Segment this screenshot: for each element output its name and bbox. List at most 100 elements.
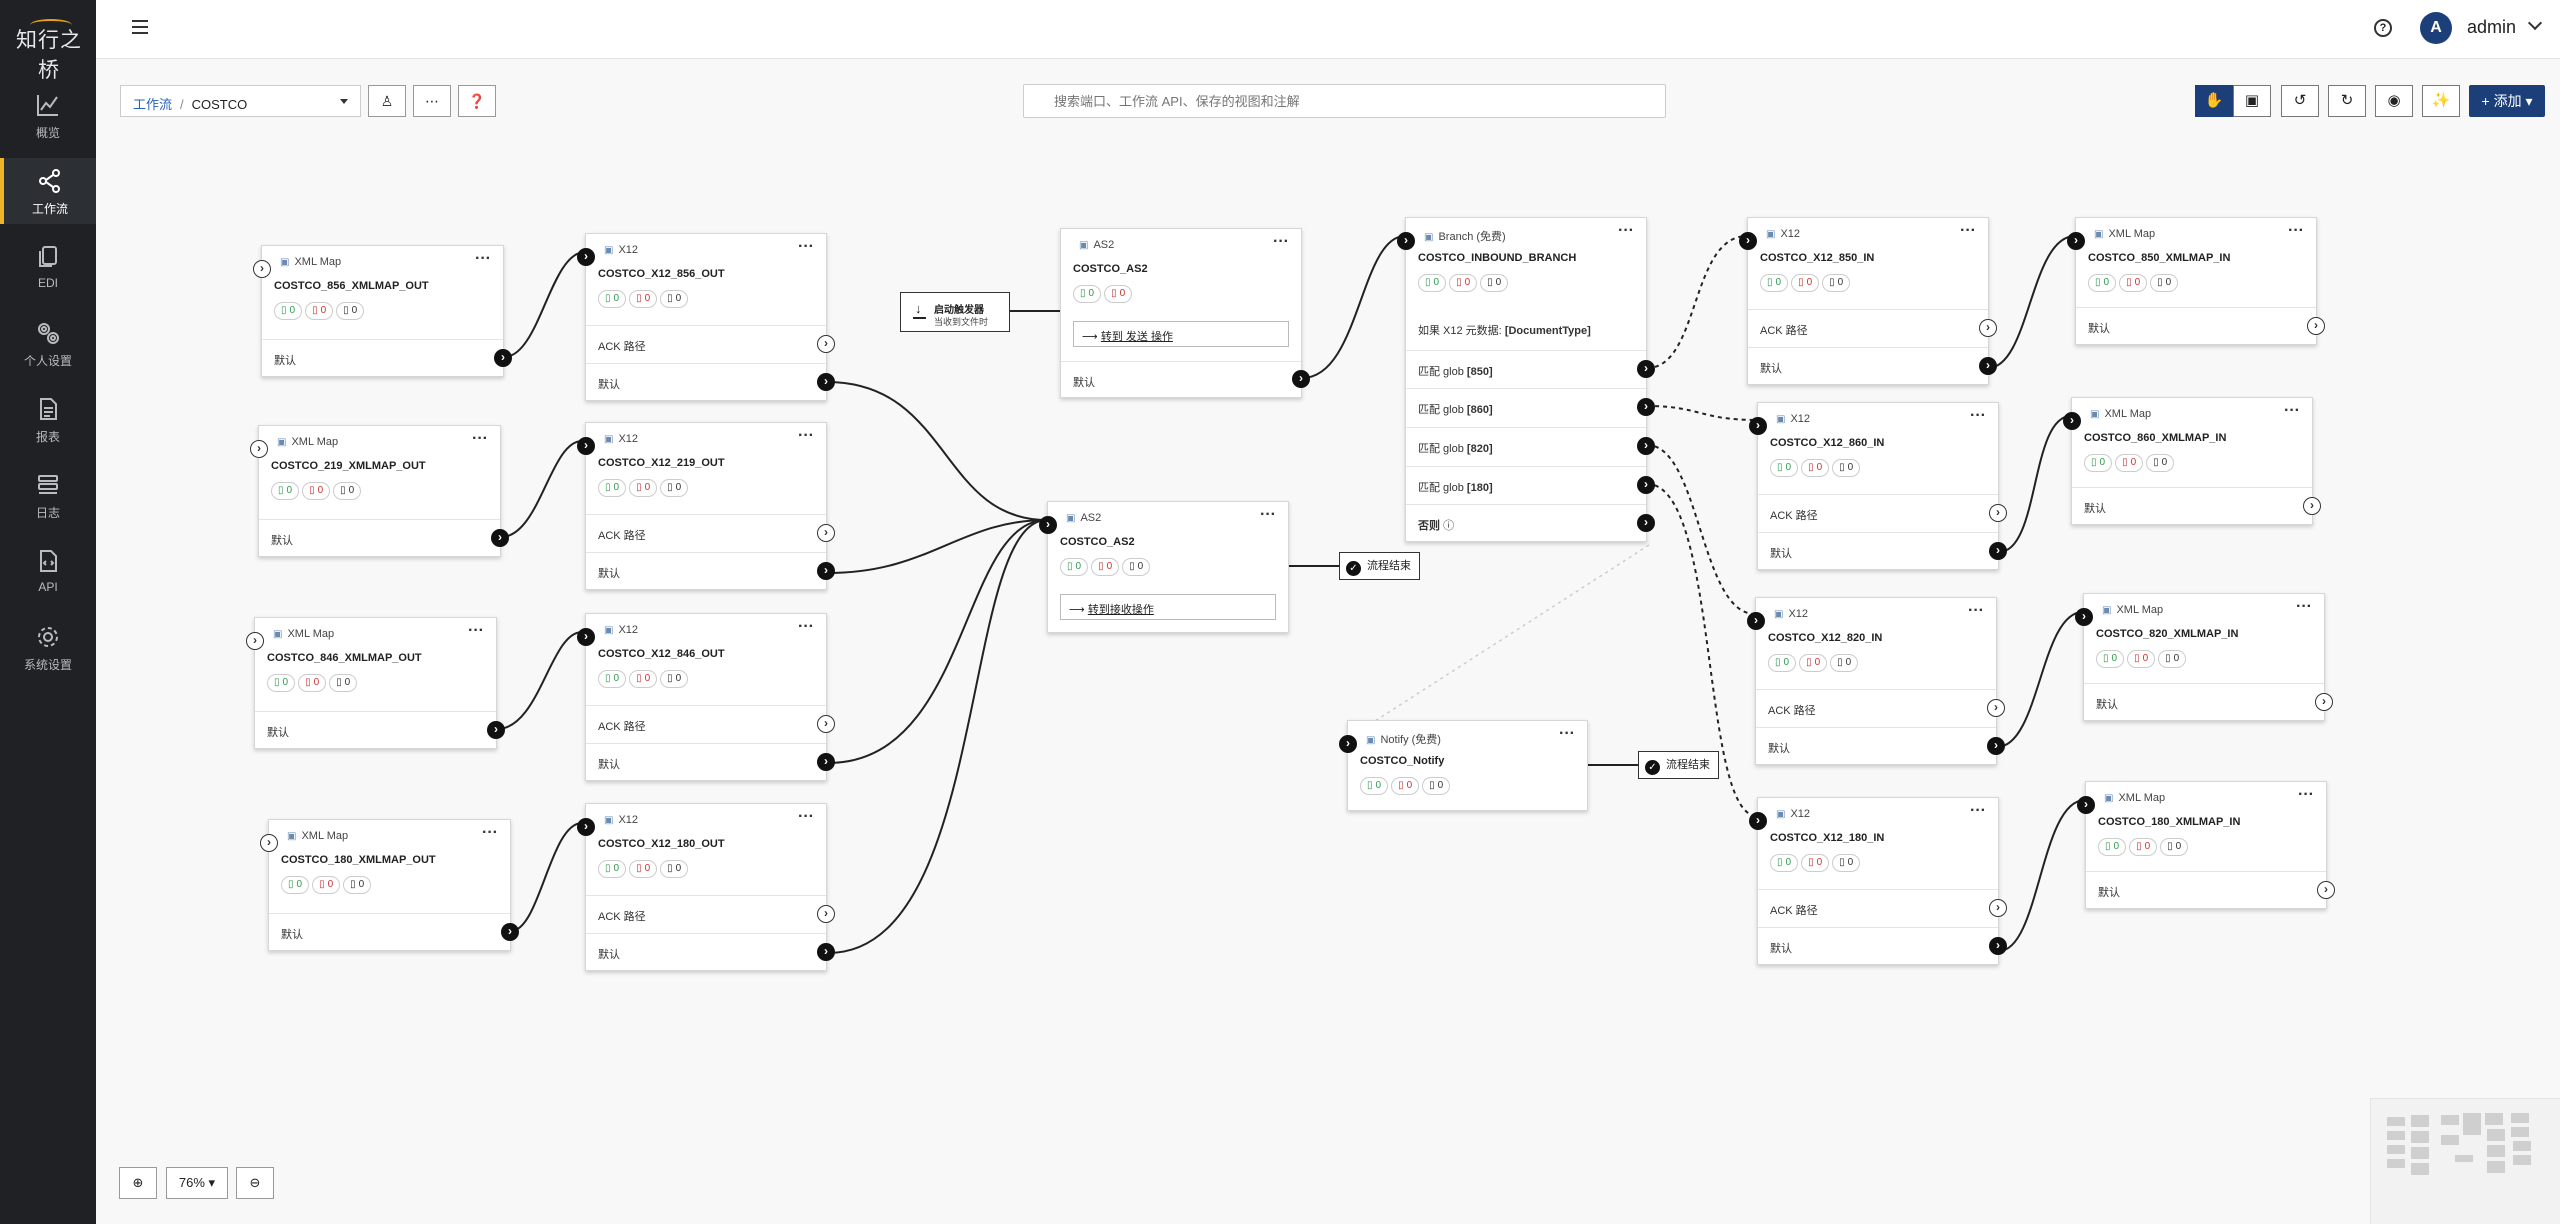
node-costco-219-xmlmap-out[interactable]: › XML Map ··· COSTCO_219_XMLMAP_OUT 000 … xyxy=(250,425,509,557)
undo-button[interactable]: ↺ xyxy=(2281,85,2319,117)
node-more-icon[interactable]: ··· xyxy=(1968,602,1984,619)
node-costco-as2-send[interactable]: AS2 ··· COSTCO_AS2 00 ⟶ 转到 发送 操作 默认 › xyxy=(1060,228,1310,398)
user-icon-button[interactable]: ♙ xyxy=(368,85,406,117)
ack-output-port[interactable]: › xyxy=(817,335,835,353)
ack-output-port[interactable]: › xyxy=(817,524,835,542)
output-port[interactable]: › xyxy=(817,562,835,580)
error-count-badge[interactable]: 0 xyxy=(305,302,334,320)
chevron-down-icon[interactable] xyxy=(2527,15,2543,31)
sidebar-item-reports[interactable]: 报表 xyxy=(0,386,96,452)
fit-view-button[interactable]: ▣ xyxy=(2233,85,2271,117)
output-port[interactable]: › xyxy=(817,373,835,391)
input-port[interactable]: › xyxy=(2077,796,2095,814)
sidebar-item-edi[interactable]: EDI xyxy=(0,234,96,300)
success-count-badge[interactable]: 0 xyxy=(2088,274,2117,292)
input-port[interactable]: › xyxy=(577,818,595,836)
node-costco-x12-219-out[interactable]: › X12 ··· COSTCO_X12_219_OUT 000 ACK 路径 … xyxy=(577,422,835,590)
breadcrumb-root[interactable]: 工作流 xyxy=(133,97,173,112)
node-more-icon[interactable]: ··· xyxy=(798,808,814,825)
input-port[interactable]: › xyxy=(577,628,595,646)
error-count-badge[interactable]: 0 xyxy=(1801,854,1830,872)
success-count-badge[interactable]: 0 xyxy=(267,674,296,692)
node-more-icon[interactable]: ··· xyxy=(2288,222,2304,239)
success-count-badge[interactable]: 0 xyxy=(2098,838,2127,856)
output-port[interactable]: › xyxy=(1637,514,1655,532)
auto-layout-button[interactable]: ✨ xyxy=(2422,85,2460,117)
pending-count-badge[interactable]: 0 xyxy=(1832,854,1861,872)
node-more-icon[interactable]: ··· xyxy=(2296,598,2312,615)
node-more-icon[interactable]: ··· xyxy=(2284,402,2300,419)
error-count-badge[interactable]: 0 xyxy=(2119,274,2148,292)
output-port[interactable]: › xyxy=(1637,360,1655,378)
node-costco-x12-180-in[interactable]: › X12 ··· COSTCO_X12_180_IN 000 ACK 路径 ›… xyxy=(1749,797,2007,965)
flow-end-chip[interactable]: ✓流程结束 xyxy=(1638,751,1719,779)
help-button[interactable]: ❓ xyxy=(458,85,496,117)
error-count-badge[interactable]: 0 xyxy=(629,290,658,308)
pending-count-badge[interactable]: 0 xyxy=(2158,650,2187,668)
pending-count-badge[interactable]: 0 xyxy=(1480,274,1509,292)
error-count-badge[interactable]: 0 xyxy=(1091,558,1120,576)
pending-count-badge[interactable]: 0 xyxy=(660,479,689,497)
output-port[interactable]: › xyxy=(1987,737,2005,755)
error-count-badge[interactable]: 0 xyxy=(629,479,658,497)
output-port[interactable]: › xyxy=(1989,542,2007,560)
node-more-icon[interactable]: ··· xyxy=(798,238,814,255)
node-costco-inbound-branch[interactable]: › Branch (免费) ··· COSTCO_INBOUND_BRANCH … xyxy=(1397,217,1655,542)
node-more-icon[interactable]: ··· xyxy=(1618,222,1634,239)
success-count-badge[interactable]: 0 xyxy=(598,290,627,308)
output-port[interactable]: › xyxy=(2315,693,2333,711)
node-more-icon[interactable]: ··· xyxy=(1260,506,1276,523)
ack-output-port[interactable]: › xyxy=(1987,699,2005,717)
sidebar-item-personal-settings[interactable]: 个人设置 xyxy=(0,310,96,376)
output-port[interactable]: › xyxy=(1989,937,2007,955)
input-port[interactable]: › xyxy=(577,437,595,455)
output-port[interactable]: › xyxy=(1979,357,1997,375)
caret-down-icon[interactable] xyxy=(340,99,348,108)
node-more-icon[interactable]: ··· xyxy=(1273,233,1289,250)
ack-output-port[interactable]: › xyxy=(1979,319,1997,337)
flow-end-chip[interactable]: ✓流程结束 xyxy=(1339,552,1420,580)
node-more-icon[interactable]: ··· xyxy=(2298,786,2314,803)
node-costco-x12-820-in[interactable]: › X12 ··· COSTCO_X12_820_IN 000 ACK 路径 ›… xyxy=(1747,597,2005,765)
ack-output-port[interactable]: › xyxy=(1989,899,2007,917)
success-count-badge[interactable]: 0 xyxy=(1073,285,1102,303)
sidebar-item-system-settings[interactable]: 系统设置 xyxy=(0,614,96,680)
hamburger-menu-icon[interactable] xyxy=(132,20,148,34)
error-count-badge[interactable]: 0 xyxy=(1791,274,1820,292)
input-port[interactable]: › xyxy=(1747,612,1765,630)
error-count-badge[interactable]: 0 xyxy=(312,876,341,894)
node-costco-180-xmlmap-in[interactable]: › XML Map ··· COSTCO_180_XMLMAP_IN 000 默… xyxy=(2077,781,2335,909)
zoom-level-select[interactable]: 76% ▾ xyxy=(166,1167,228,1199)
node-more-icon[interactable]: ··· xyxy=(1970,802,1986,819)
error-count-badge[interactable]: 0 xyxy=(1104,285,1133,303)
success-count-badge[interactable]: 0 xyxy=(2084,454,2113,472)
pending-count-badge[interactable]: 0 xyxy=(1122,558,1151,576)
node-costco-860-xmlmap-in[interactable]: › XML Map ··· COSTCO_860_XMLMAP_IN 000 默… xyxy=(2063,397,2321,525)
input-port[interactable]: › xyxy=(1039,516,1057,534)
ack-output-port[interactable]: › xyxy=(817,905,835,923)
node-costco-180-xmlmap-out[interactable]: › XML Map ··· COSTCO_180_XMLMAP_OUT 000 … xyxy=(260,819,519,951)
input-port[interactable]: › xyxy=(1749,812,1767,830)
sidebar-item-api[interactable]: API xyxy=(0,538,96,604)
success-count-badge[interactable]: 0 xyxy=(281,876,310,894)
zoom-in-button[interactable]: ⊕ xyxy=(119,1167,157,1199)
error-count-badge[interactable]: 0 xyxy=(298,674,327,692)
ack-output-port[interactable]: › xyxy=(817,715,835,733)
success-count-badge[interactable]: 0 xyxy=(1768,654,1797,672)
success-count-badge[interactable]: 0 xyxy=(1060,558,1089,576)
node-more-icon[interactable]: ··· xyxy=(1960,222,1976,239)
output-port[interactable]: › xyxy=(1637,476,1655,494)
node-costco-x12-856-out[interactable]: › X12 ··· COSTCO_X12_856_OUT 000 ACK 路径 … xyxy=(577,233,835,401)
node-more-icon[interactable]: ··· xyxy=(482,824,498,841)
breadcrumb-selector[interactable]: 工作流/COSTCO xyxy=(120,85,361,117)
node-more-icon[interactable]: ··· xyxy=(798,427,814,444)
snapshot-button[interactable]: ◉ xyxy=(2375,85,2413,117)
node-costco-x12-180-out[interactable]: › X12 ··· COSTCO_X12_180_OUT 000 ACK 路径 … xyxy=(577,803,835,971)
error-count-badge[interactable]: 0 xyxy=(1801,459,1830,477)
input-port[interactable]: › xyxy=(1749,417,1767,435)
ack-output-port[interactable]: › xyxy=(1989,504,2007,522)
input-port[interactable]: › xyxy=(250,440,268,458)
node-more-icon[interactable]: ··· xyxy=(1559,725,1575,742)
output-port[interactable]: › xyxy=(1637,437,1655,455)
success-count-badge[interactable]: 0 xyxy=(598,670,627,688)
